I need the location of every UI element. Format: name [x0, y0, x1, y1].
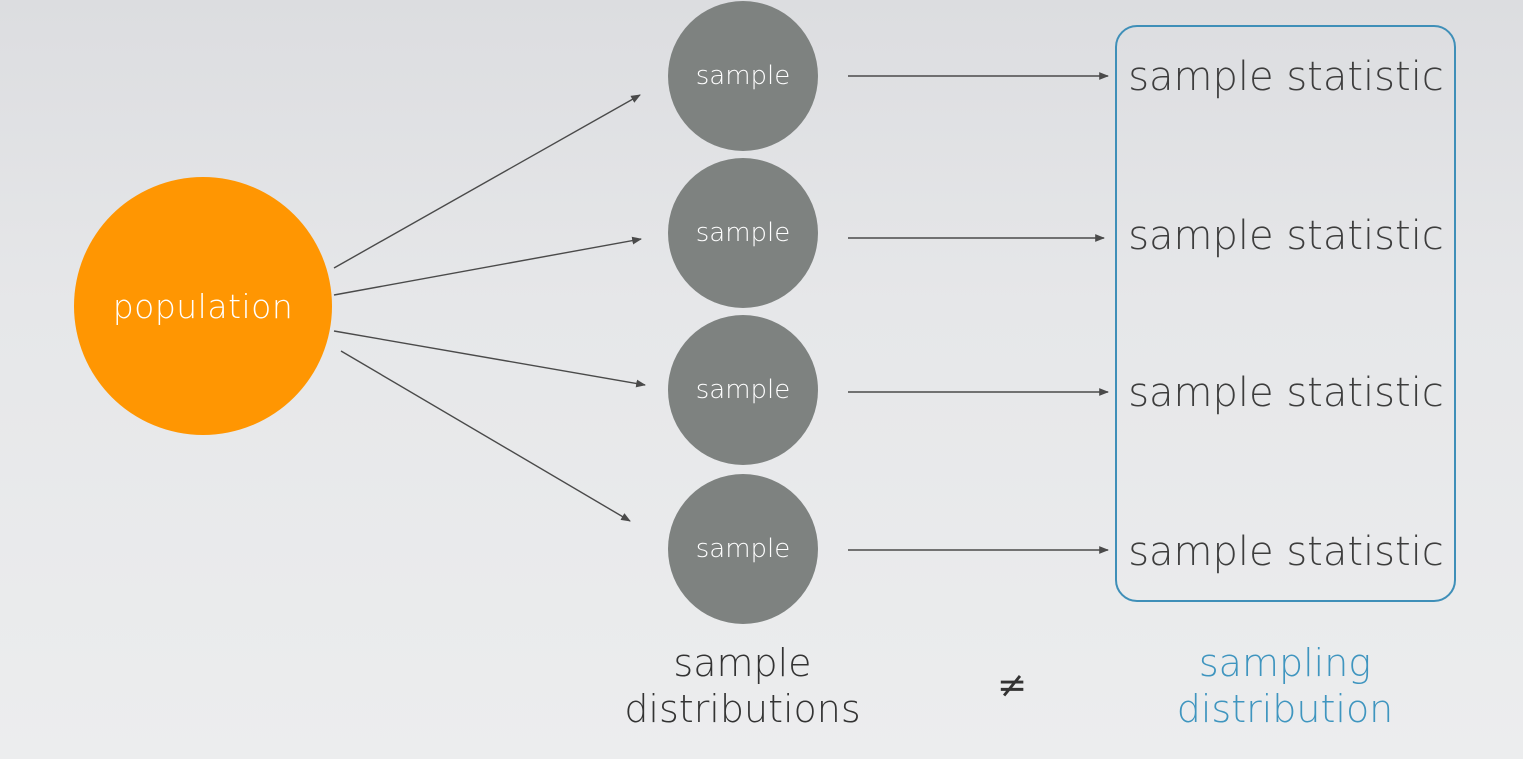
arrow-population-to-sample-3	[333, 330, 646, 388]
sample-label-2: sample	[695, 218, 791, 248]
population-circle: population	[74, 177, 332, 435]
not-equal-sign: ≠	[996, 665, 1028, 706]
sampling-distribution-caption: sampling distribution	[1150, 640, 1420, 732]
sample-circle-2: sample	[668, 158, 818, 308]
sample-statistic-3: sample statistic	[1128, 370, 1444, 416]
sampling-distribution-box	[1115, 25, 1456, 602]
sampling-distribution-line-1: sampling	[1198, 641, 1372, 685]
sample-distributions-line-2: distributions	[624, 687, 861, 731]
sample-statistic-1: sample statistic	[1128, 54, 1444, 100]
sample-distributions-line-1: sample	[673, 641, 812, 685]
sample-distributions-caption: sample distributions	[620, 640, 865, 732]
sample-circle-4: sample	[668, 474, 818, 624]
arrow-population-to-sample-4	[340, 350, 631, 522]
arrow-population-to-sample-2	[333, 236, 642, 296]
sample-statistic-2: sample statistic	[1128, 213, 1444, 259]
sample-circle-3: sample	[668, 315, 818, 465]
population-label: population	[112, 286, 294, 326]
sample-circle-1: sample	[668, 1, 818, 151]
arrow-population-to-sample-1	[333, 94, 641, 269]
sample-label-4: sample	[695, 534, 791, 564]
sample-label-1: sample	[695, 61, 791, 91]
sampling-distribution-line-2: distribution	[1176, 687, 1394, 731]
sample-label-3: sample	[695, 375, 791, 405]
sample-statistic-4: sample statistic	[1128, 529, 1444, 575]
